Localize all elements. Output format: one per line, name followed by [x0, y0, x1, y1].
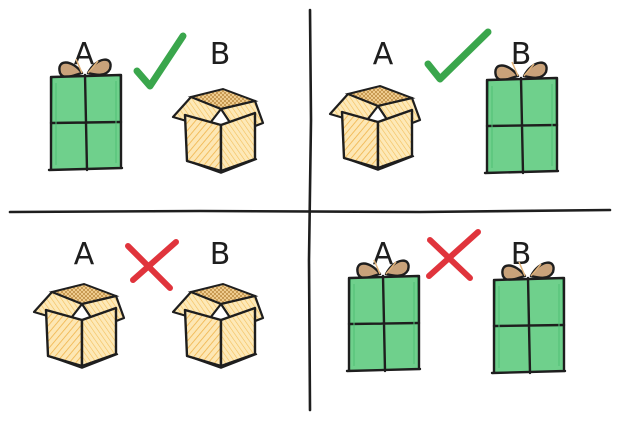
cross-icon	[125, 239, 179, 291]
divider-vertical	[307, 8, 313, 412]
gift-icon	[483, 60, 560, 175]
divider-horizontal	[8, 208, 612, 214]
label-a: A	[373, 237, 394, 272]
quadrant-top-right: A B	[328, 28, 560, 175]
gift-icon	[47, 57, 124, 172]
label-a: A	[74, 237, 95, 272]
cross-icon	[426, 229, 481, 281]
open-box-icon	[32, 282, 126, 370]
quadrant-top-left: A B	[47, 32, 265, 175]
label-b: B	[511, 37, 532, 72]
open-box-icon	[171, 282, 265, 370]
open-box-icon	[328, 84, 422, 172]
check-icon	[133, 32, 187, 90]
label-b: B	[511, 237, 532, 272]
quadrant-bottom-left: A B	[32, 237, 265, 370]
gift-icon	[490, 260, 567, 375]
quadrant-bottom-right: A B	[345, 229, 567, 375]
label-b: B	[210, 237, 231, 272]
gift-icon	[345, 258, 422, 373]
check-icon	[424, 28, 492, 83]
label-a: A	[74, 37, 95, 72]
open-box-icon	[171, 87, 265, 175]
label-a: A	[373, 37, 394, 72]
label-b: B	[210, 37, 231, 72]
